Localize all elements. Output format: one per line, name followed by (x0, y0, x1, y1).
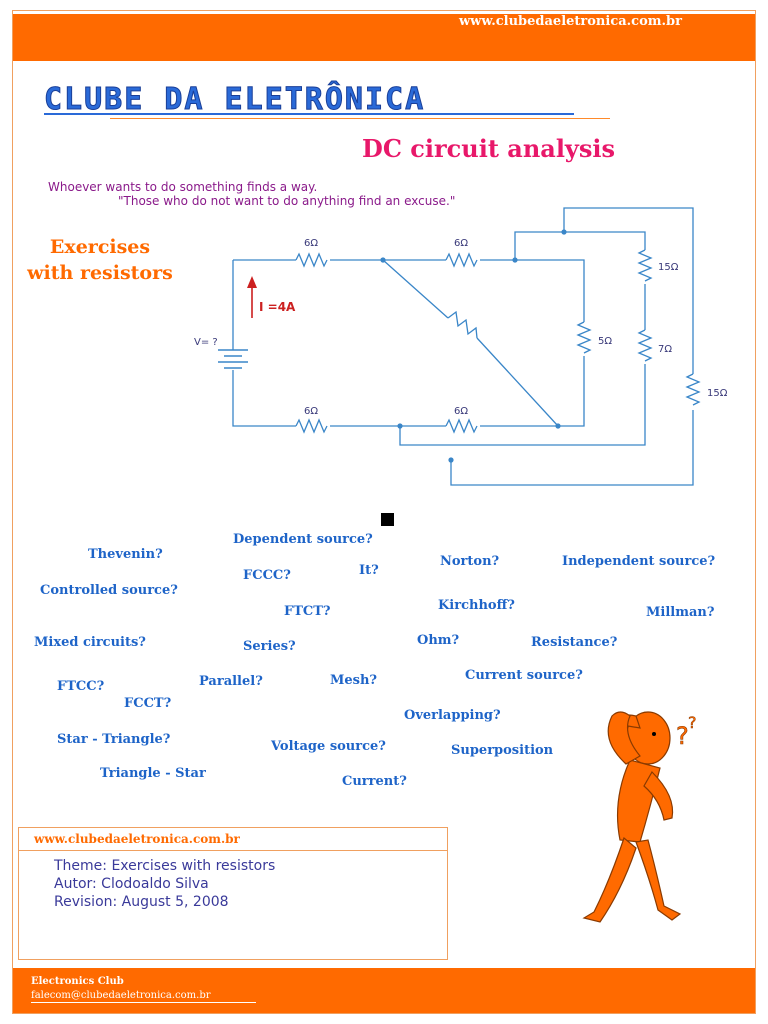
keyword-fcct: FCCT? (124, 696, 172, 711)
keyword-ftcc: FTCC? (57, 679, 105, 694)
logo-underline-accent (110, 118, 610, 119)
page-title: DC circuit analysis (362, 134, 616, 163)
thinking-figure-illustration: ? ? (582, 711, 697, 923)
keyword-resistance: Resistance? (531, 635, 618, 650)
page-border (12, 10, 756, 1014)
resistor-label-right-top: 15Ω (658, 262, 679, 273)
resistor-label-bottom-left: 6Ω (304, 406, 318, 417)
footer-club-name: Electronics Club (31, 976, 124, 987)
resistor-label-top-left: 6Ω (304, 238, 318, 249)
keyword-superposition: Superposition (451, 743, 554, 758)
resistor-label-top-right: 6Ω (454, 238, 468, 249)
info-author: Autor: Clodoaldo Silva (54, 876, 209, 892)
resistor-label-far-right: 15Ω (707, 388, 728, 399)
footer-email-link[interactable]: falecom@clubedaeletronica.com.br (31, 990, 256, 1003)
keyword-controlled-source: Controlled source? (40, 583, 178, 598)
footer-band (13, 968, 755, 1013)
keyword-triangle-star: Triangle - Star (100, 766, 206, 781)
keyword-overlapping: Overlapping? (404, 708, 501, 723)
keyword-ftct: FTCT? (284, 604, 331, 619)
voltage-label: V= ? (194, 337, 218, 348)
circuit-diagram: 6Ω 6Ω 6Ω 6Ω 5Ω 15Ω 7Ω 15Ω V= ? I =4A (194, 207, 728, 486)
keyword-millman: Millman? (646, 605, 715, 620)
header-band (13, 14, 755, 61)
keyword-current: Current? (342, 774, 407, 789)
keyword-mixed-circuits: Mixed circuits? (34, 635, 146, 650)
info-revision: Revision: August 5, 2008 (54, 894, 229, 910)
keyword-dependent-source: Dependent source? (233, 532, 373, 547)
logo-underline (44, 113, 574, 115)
keyword-voltage-source: Voltage source? (271, 739, 386, 754)
keyword-fccc: FCCC? (243, 568, 291, 583)
info-box-divider (18, 850, 448, 851)
info-theme: Theme: Exercises with resistors (54, 858, 276, 874)
keyword-norton: Norton? (440, 554, 500, 569)
keyword-mesh: Mesh? (330, 673, 378, 688)
keyword-thevenin: Thevenin? (88, 547, 163, 562)
keyword-star-triangle: Star - Triangle? (57, 732, 171, 747)
section-heading-line-2: with resistors (27, 262, 173, 284)
motto-line-1: Whoever wants to do something finds a wa… (48, 180, 318, 194)
resistor-label-bottom-right: 6Ω (454, 406, 468, 417)
resistor-label-right-bottom: 7Ω (658, 344, 672, 355)
svg-text:?: ? (688, 713, 697, 732)
current-label: I =4A (259, 300, 296, 314)
svg-text:?: ? (676, 722, 689, 750)
section-heading-line-1: Exercises (49, 236, 151, 258)
info-url-link[interactable]: www.clubedaeletronica.com.br (34, 832, 240, 846)
keyword-current-source: Current source? (465, 668, 583, 683)
keyword-ohm: Ohm? (417, 633, 460, 648)
document-info-box (18, 827, 448, 960)
resistor-label-middle: 5Ω (598, 336, 612, 347)
keyword-kirchhoff: Kirchhoff? (438, 598, 515, 613)
header-url-link[interactable]: www.clubedaeletronica.com.br (458, 14, 682, 29)
keyword-series: Series? (243, 639, 296, 654)
keyword-parallel: Parallel? (199, 674, 263, 689)
motto-line-2: "Those who do not want to do anything fi… (118, 194, 456, 208)
keyword-independent-source: Independent source? (562, 554, 716, 569)
site-logo: CLUBE DA ELETRÔNICA (43, 82, 426, 118)
section-heading: Exercises with resistors (16, 234, 184, 286)
keyword-it: It? (359, 563, 379, 578)
black-square-marker (381, 513, 394, 526)
